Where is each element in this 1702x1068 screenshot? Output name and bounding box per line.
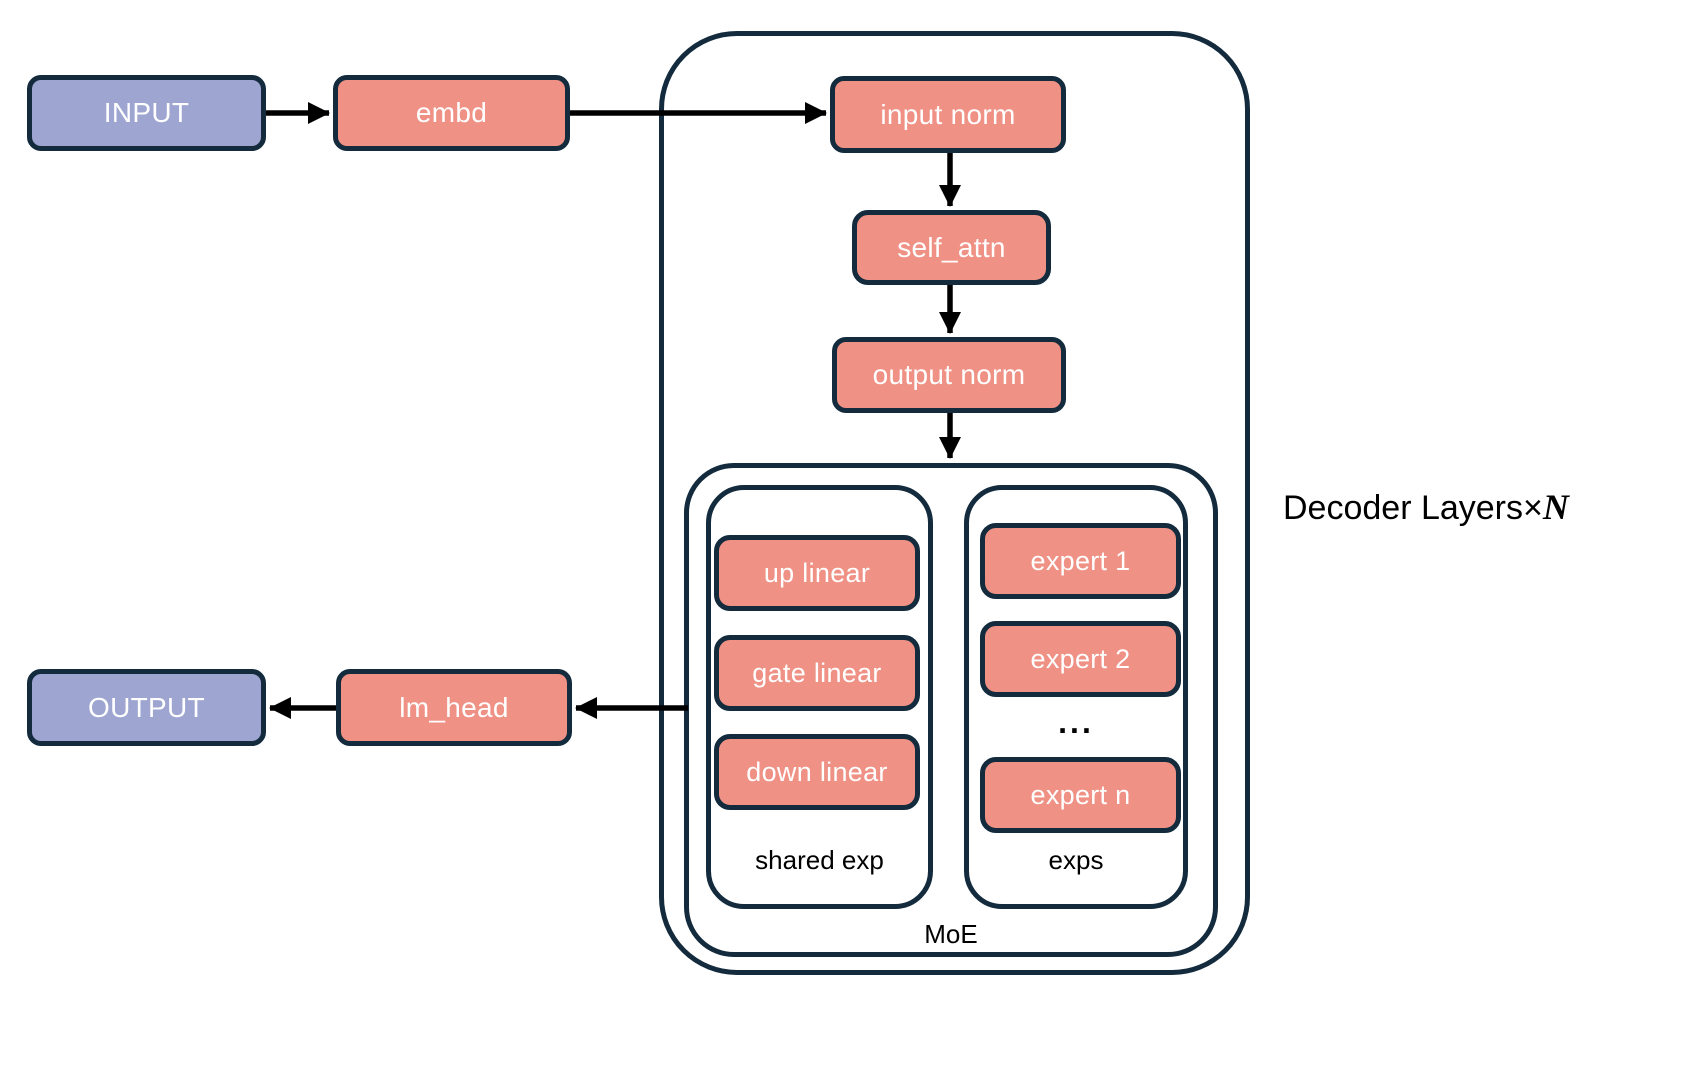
up-linear-node: up linear xyxy=(714,535,920,611)
decoder-layers-label-text: Decoder Layers× xyxy=(1283,489,1543,527)
exps-label: exps xyxy=(1048,844,1104,875)
input-node: INPUT xyxy=(27,75,266,151)
embd-node: embd xyxy=(333,75,570,151)
decoder-layers-container xyxy=(659,31,1250,975)
lm-head-node: lm_head xyxy=(336,669,572,746)
input-norm-node: input norm xyxy=(830,76,1066,153)
expert-1-node: expert 1 xyxy=(980,523,1181,599)
expert-2-node: expert 2 xyxy=(980,621,1181,697)
shared-exp-container xyxy=(706,485,933,909)
decoder-layers-label: Decoder Layers×N xyxy=(1283,486,1569,528)
gate-linear-node: gate linear xyxy=(714,635,920,711)
output-norm-node: output norm xyxy=(832,337,1066,413)
shared-exp-label: shared exp xyxy=(755,844,884,875)
moe-label: MoE xyxy=(924,918,978,949)
decoder-layers-n: N xyxy=(1542,487,1569,527)
experts-ellipsis: ... xyxy=(1058,703,1094,740)
output-node: OUTPUT xyxy=(27,669,266,746)
expert-n-node: expert n xyxy=(980,757,1181,833)
down-linear-node: down linear xyxy=(714,734,920,810)
self-attn-node: self_attn xyxy=(852,210,1051,285)
exps-container xyxy=(964,485,1188,909)
